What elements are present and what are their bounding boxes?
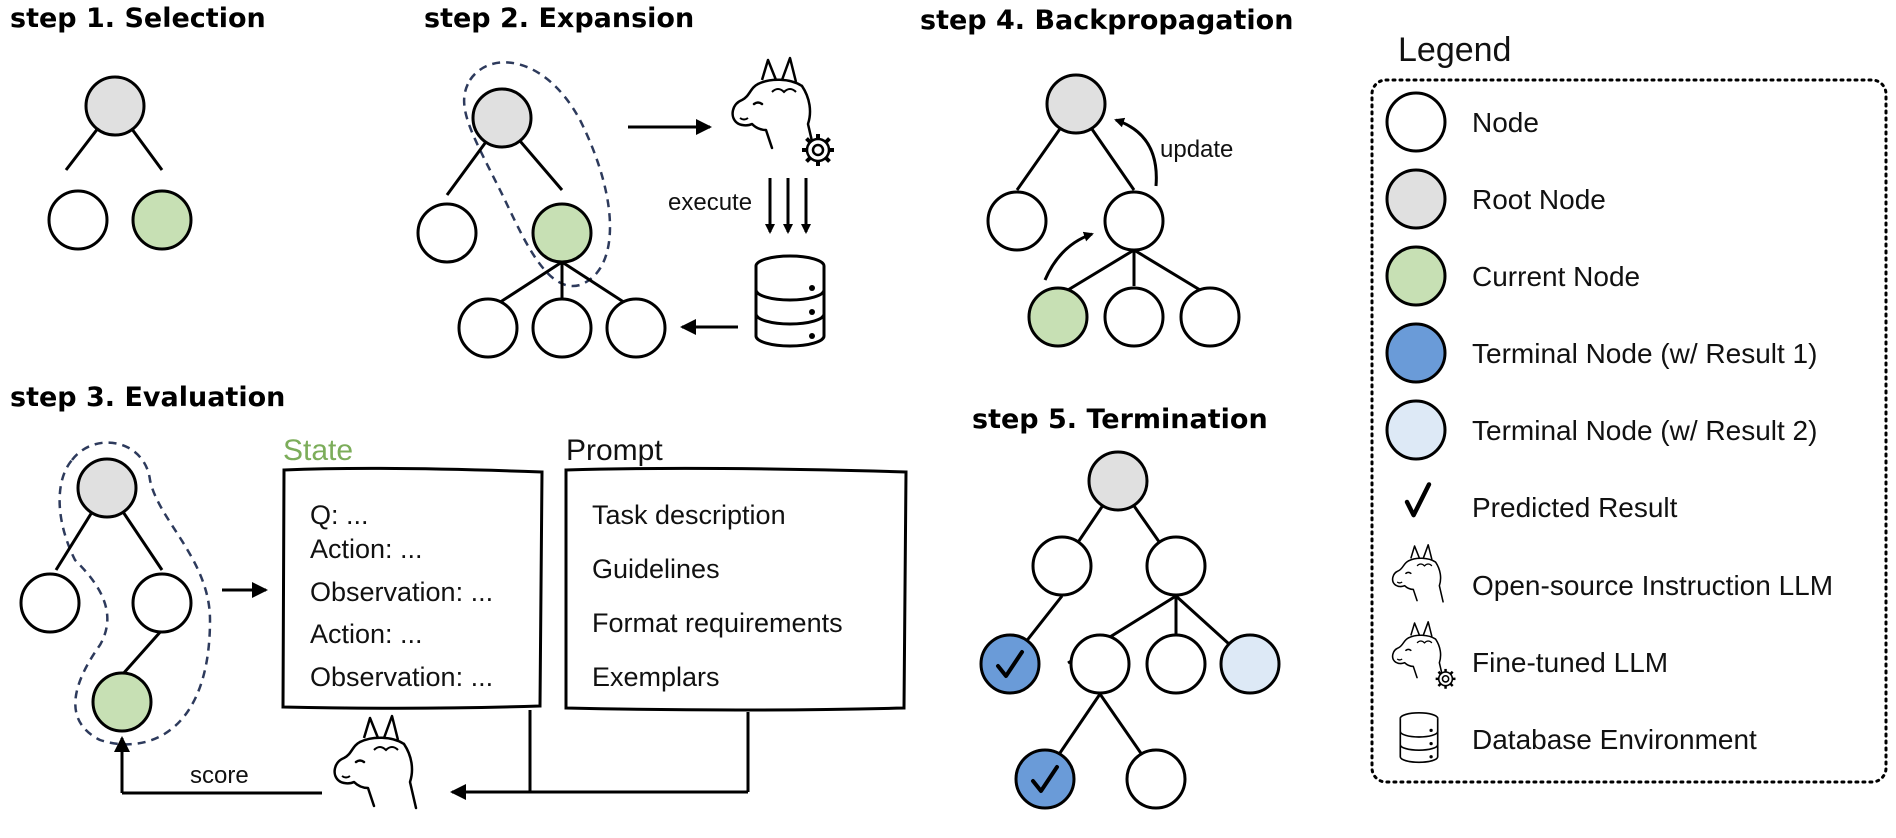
current-node (131, 189, 193, 251)
legend-title: Legend (1398, 31, 1511, 69)
state-title: State (283, 434, 353, 467)
terminal-node-result-1 (979, 633, 1041, 695)
terminal-node-2-circle-icon (1385, 399, 1447, 461)
node (986, 190, 1048, 252)
database-icon (754, 254, 826, 348)
state-line: Action: ... (310, 619, 423, 649)
state-line: Action: ... (310, 534, 423, 564)
root-node-circle-icon (1385, 168, 1447, 230)
selection-tree (47, 75, 193, 251)
root-node (1087, 450, 1149, 512)
node (131, 572, 193, 634)
prompt-box (564, 466, 908, 712)
legend-label: Terminal Node (w/ Result 1) (1472, 338, 1817, 369)
current-node (1027, 286, 1089, 348)
node (1179, 286, 1241, 348)
termination-tree (979, 450, 1281, 810)
state-line: Q: ... (310, 500, 369, 530)
node (1103, 286, 1165, 348)
expansion-tree (416, 61, 667, 359)
database-icon (1399, 711, 1439, 764)
instruction-llm-icon (333, 714, 418, 810)
current-node (531, 202, 593, 264)
child-node (531, 297, 593, 359)
prompt-title: Prompt (566, 434, 663, 467)
current-node-circle-icon (1385, 245, 1447, 307)
step-2-title: step 2. Expansion (424, 3, 694, 34)
update-label: update (1160, 136, 1233, 163)
root-node (76, 457, 138, 519)
legend-label: Fine-tuned LLM (1472, 647, 1668, 678)
evaluation-tree (19, 441, 212, 746)
node (1145, 535, 1207, 597)
terminal-node-1-circle-icon (1385, 322, 1447, 384)
legend-label: Open-source Instruction LLM (1472, 570, 1833, 601)
terminal-node-result-1 (1014, 748, 1076, 810)
node (47, 189, 109, 251)
legend-label: Root Node (1472, 184, 1606, 215)
evaluation-connectors (450, 710, 750, 800)
state-box (281, 466, 544, 710)
execute-label: execute (668, 189, 752, 216)
root-node (1045, 73, 1107, 135)
terminal-node-result-2 (1219, 633, 1281, 695)
root-node (471, 87, 533, 149)
selected-path-outline (58, 441, 212, 746)
child-node (605, 297, 667, 359)
node (1031, 535, 1093, 597)
prompt-line: Format requirements (592, 608, 843, 638)
llama-icon (1391, 544, 1444, 603)
node (1145, 633, 1207, 695)
execute-arrows (765, 178, 811, 234)
legend-label: Node (1472, 107, 1539, 138)
child-node (457, 297, 519, 359)
state-line: Observation: ... (310, 577, 493, 607)
state-line: Observation: ... (310, 662, 493, 692)
prompt-line: Guidelines (592, 554, 720, 584)
llama-gear-icon (1391, 621, 1457, 691)
step-1-title: step 1. Selection (10, 3, 266, 34)
node (1125, 748, 1187, 810)
node (1103, 190, 1165, 252)
prompt-line: Exemplars (592, 662, 720, 692)
score-label: score (190, 762, 249, 789)
step-3-title: step 3. Evaluation (10, 382, 285, 413)
selected-path-outline (462, 61, 612, 288)
legend-label: Terminal Node (w/ Result 2) (1472, 415, 1817, 446)
node (416, 202, 478, 264)
prompt-line: Task description (592, 500, 786, 530)
step-4-title: step 4. Backpropagation (920, 5, 1293, 36)
legend-label: Database Environment (1472, 724, 1757, 755)
node (19, 572, 81, 634)
step-5-title: step 5. Termination (972, 404, 1268, 435)
backpropagation-tree (986, 73, 1241, 348)
node (1069, 633, 1131, 695)
node-circle-icon (1385, 91, 1447, 153)
legend-label: Current Node (1472, 261, 1640, 292)
fine-tuned-llm-icon (731, 56, 836, 168)
legend-label: Predicted Result (1472, 492, 1678, 523)
checkmark-icon (1404, 482, 1432, 518)
current-node (91, 671, 153, 733)
root-node (84, 75, 146, 137)
